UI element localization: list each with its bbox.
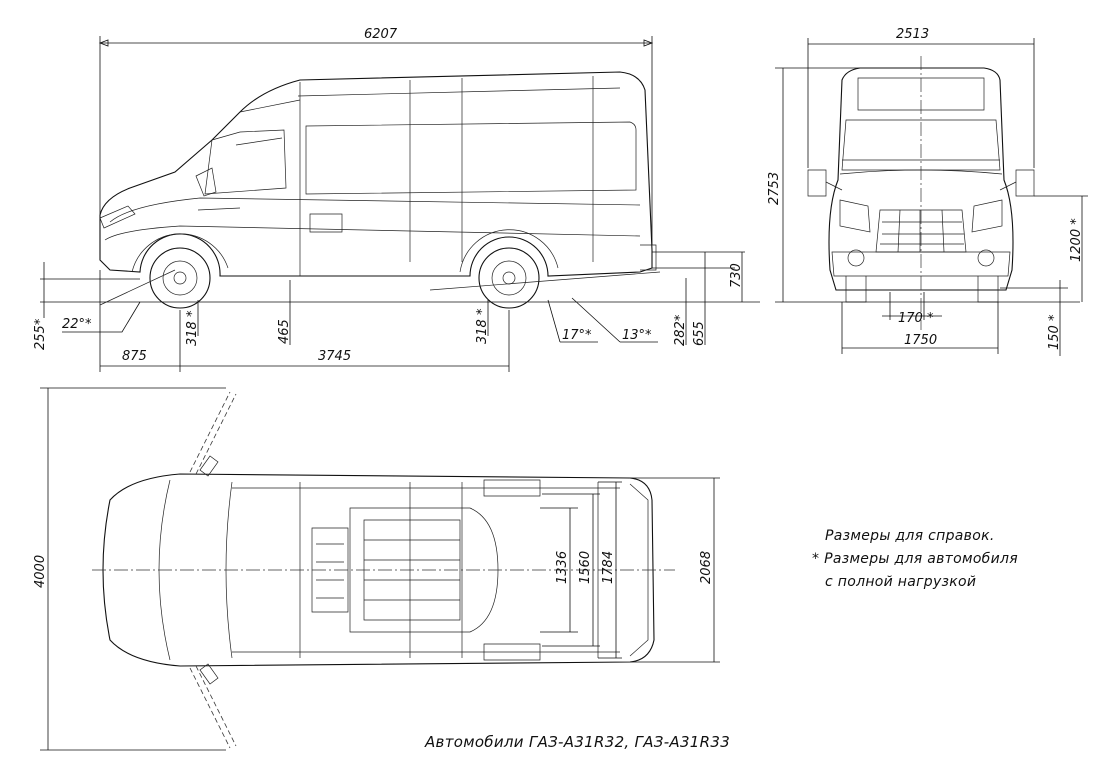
drawing-caption: Автомобили ГАЗ-А31R32, ГАЗ-А31R33 xyxy=(425,733,731,751)
dim-rear-ground-clearance: 318 * xyxy=(475,308,490,344)
top-view: 4000 1336 1560 1784 2068 xyxy=(33,387,720,751)
dim-departure-angle-1: 17°* xyxy=(562,328,592,343)
van-top-outline xyxy=(102,473,655,667)
note-line-1: Размеры для справок. xyxy=(825,528,995,544)
top-left-mirror xyxy=(199,455,219,477)
dim-wheelbase: 3745 xyxy=(318,349,351,364)
note-line-2-text: Размеры для автомобиля xyxy=(824,551,1018,567)
dim-departure-angle-2: 13°* xyxy=(622,328,652,343)
dim-axle-clearance: 170 * xyxy=(898,311,934,326)
dim-mirror-height: 1200 * xyxy=(1069,218,1084,262)
van-front-outline xyxy=(828,67,1014,291)
dim-front-overhang: 875 xyxy=(122,349,147,364)
dim-overall-width: 2513 xyxy=(896,27,929,42)
front-door-window xyxy=(204,129,287,195)
dim-rear-sill-282: 282* xyxy=(673,314,688,346)
dim-width-1784: 1784 xyxy=(601,551,616,584)
dim-front-ground-clearance: 318 * xyxy=(185,310,200,346)
left-mirror xyxy=(807,169,827,197)
front-view: 2513 2753 1200 * 170 * 1750 150 * xyxy=(767,27,1088,356)
dim-rear-floor-height: 730 xyxy=(729,263,744,288)
right-mirror xyxy=(1015,169,1035,197)
van-side-outline xyxy=(99,71,653,277)
dim-width-1560: 1560 xyxy=(578,551,593,584)
dim-min-clearance: 150 * xyxy=(1047,314,1062,350)
note-line-3: с полной нагрузкой xyxy=(825,574,977,590)
dim-width-1336: 1336 xyxy=(555,551,570,584)
top-right-mirror xyxy=(199,663,219,685)
dim-turn-4000: 4000 xyxy=(33,555,48,588)
note-line-2: * Размеры для автомобиля xyxy=(812,551,1018,567)
front-wheel xyxy=(149,247,211,309)
side-view: 6207 875 3745 255* 22°* 318 * 465 318 * … xyxy=(33,27,760,372)
dim-rear-sill-655: 655 xyxy=(692,321,707,346)
dim-width-2068: 2068 xyxy=(699,551,714,584)
rear-wheel xyxy=(478,247,540,309)
dim-track: 1750 xyxy=(904,333,937,348)
dim-step-height: 465 xyxy=(277,319,292,344)
note-asterisk: * xyxy=(812,551,820,567)
dim-overall-height: 2753 xyxy=(767,172,782,205)
side-window xyxy=(305,121,637,195)
dim-overall-length: 6207 xyxy=(364,27,398,42)
dim-front-bumper-height: 255* xyxy=(33,318,48,350)
dim-approach-angle: 22°* xyxy=(62,317,92,332)
